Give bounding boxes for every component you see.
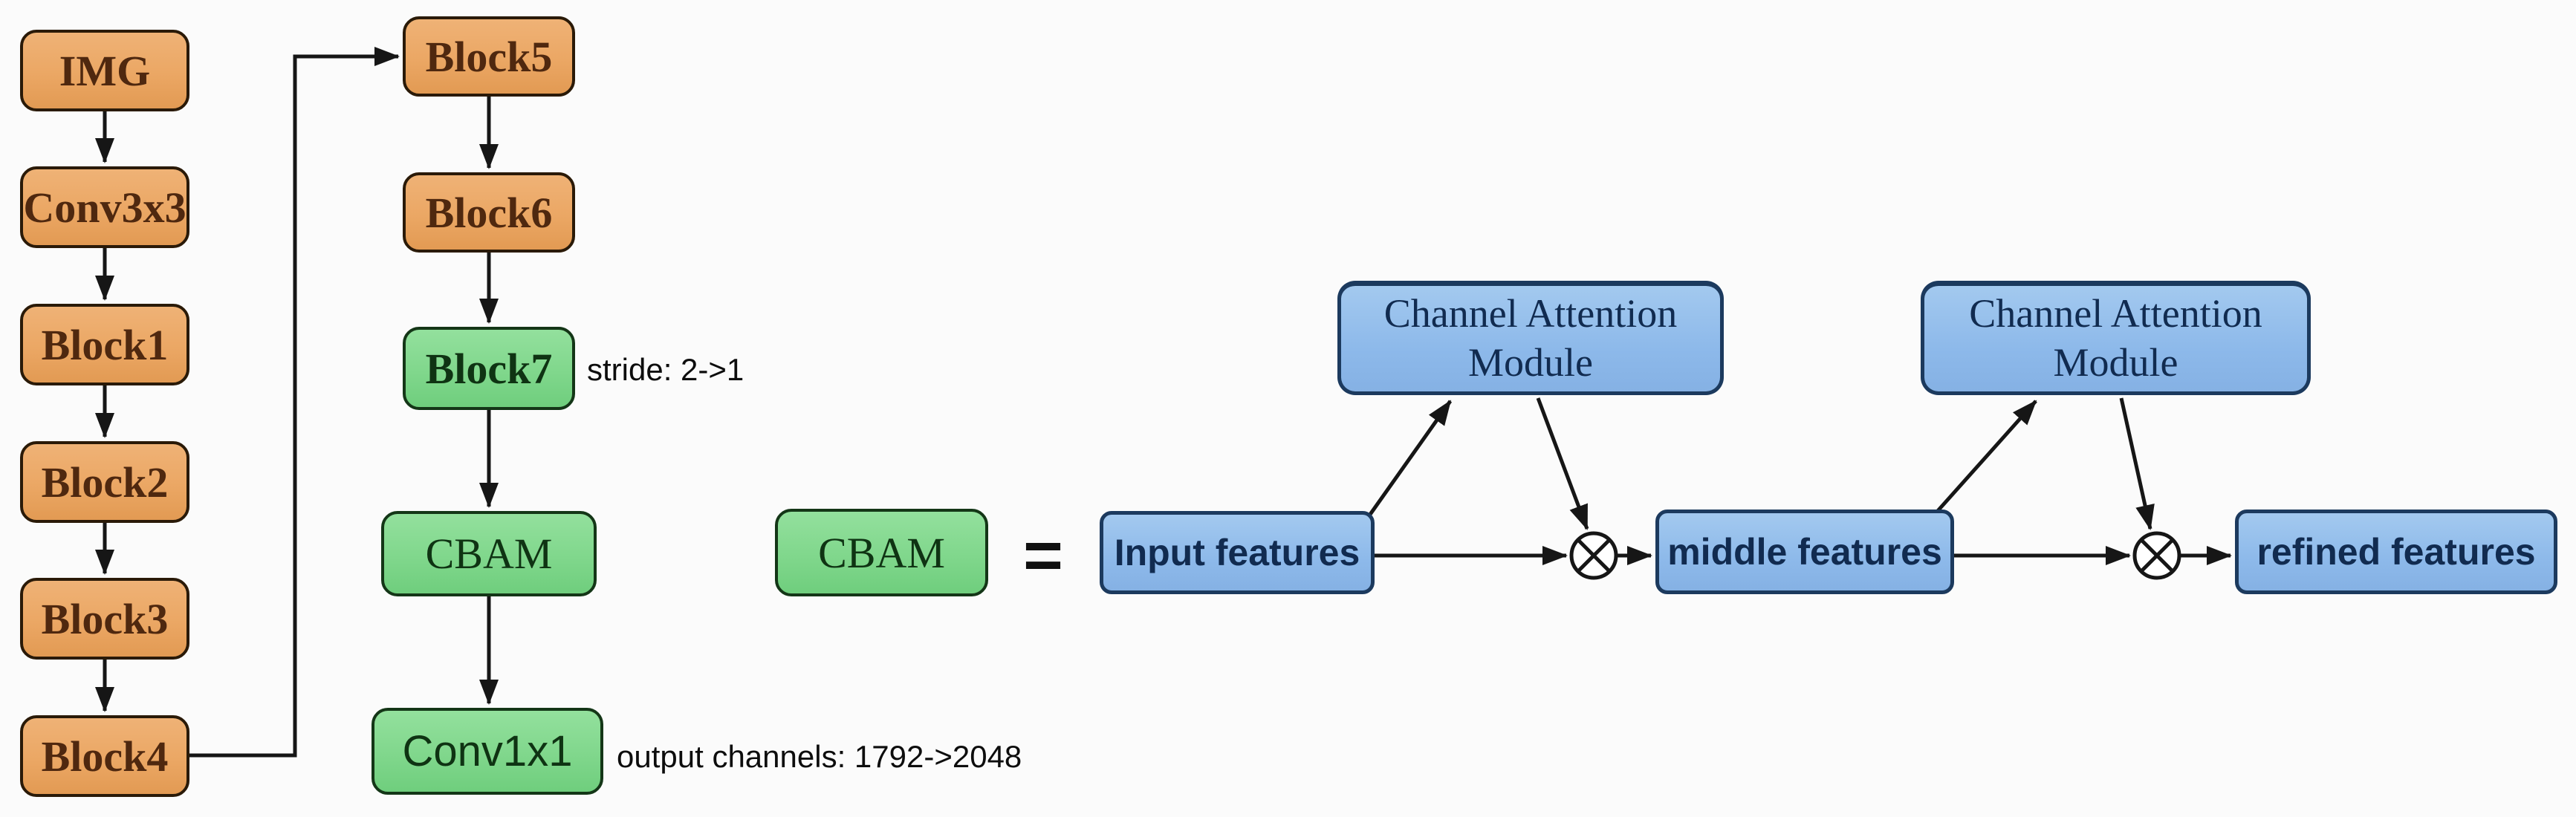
arrow-middle-cam2 bbox=[1935, 400, 2037, 514]
multiply-icon bbox=[1569, 531, 1618, 580]
node-middle-features: middle features bbox=[1655, 510, 1954, 594]
node-channel-attention-module-2: Channel Attention Module bbox=[1921, 281, 2311, 395]
node-block4: Block4 bbox=[20, 715, 189, 797]
node-block1: Block1 bbox=[20, 304, 189, 385]
node-block2: Block2 bbox=[20, 441, 189, 523]
node-cbam: CBAM bbox=[381, 511, 597, 596]
arrow-cam1-multiply1 bbox=[1536, 397, 1589, 530]
arrow-input-cam1 bbox=[1367, 400, 1453, 517]
equals-sign: = bbox=[1023, 517, 1063, 593]
node-block3: Block3 bbox=[20, 578, 189, 660]
arrow-block4-block5 bbox=[189, 47, 400, 758]
node-input-features: Input features bbox=[1100, 511, 1375, 594]
node-block7: Block7 bbox=[403, 327, 575, 410]
stride-annotation: stride: 2->1 bbox=[587, 352, 744, 387]
arrow-cam2-multiply2 bbox=[2119, 397, 2155, 530]
node-img: IMG bbox=[20, 30, 189, 111]
node-refined-features: refined features bbox=[2235, 510, 2557, 594]
cbam-legend-node: CBAM bbox=[775, 509, 988, 596]
node-channel-attention-module-1: Channel Attention Module bbox=[1337, 281, 1724, 395]
node-block6: Block6 bbox=[403, 172, 575, 253]
node-block5: Block5 bbox=[403, 16, 575, 97]
node-conv1x1: Conv1x1 bbox=[372, 708, 603, 795]
node-conv3x3: Conv3x3 bbox=[20, 166, 189, 248]
multiply-icon bbox=[2132, 531, 2181, 580]
output-channels-annotation: output channels: 1792->2048 bbox=[617, 739, 1022, 774]
